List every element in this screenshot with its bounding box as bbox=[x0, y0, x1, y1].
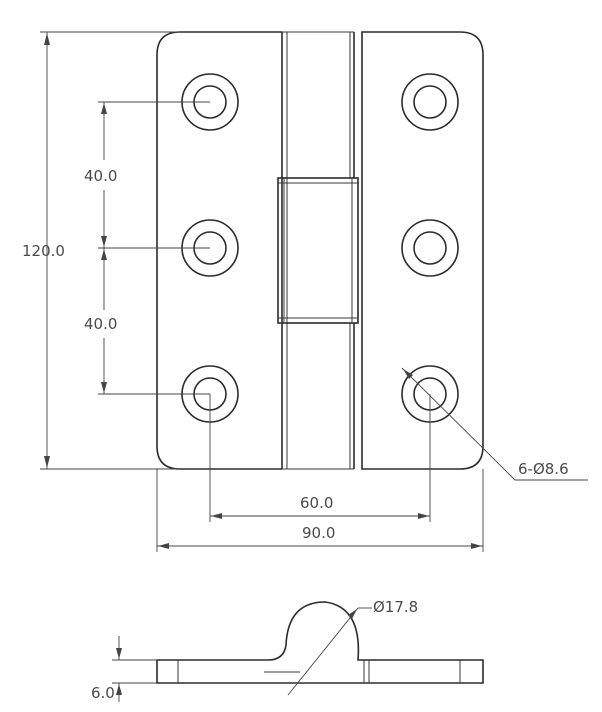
dim-label-overall-height: 120.0 bbox=[22, 242, 65, 260]
right-leaf bbox=[361, 31, 484, 470]
mounting-holes bbox=[181, 73, 459, 423]
dim-label-overall-width: 90.0 bbox=[302, 524, 335, 542]
callout-label-hole-diameter: 6-Ø8.6 bbox=[518, 460, 569, 478]
side-view bbox=[156, 601, 484, 684]
dim-hole-spacing: 40.0 40.0 bbox=[84, 101, 210, 395]
dim-overall-width: 90.0 bbox=[156, 469, 484, 552]
callout-label-knuckle-diameter: Ø17.8 bbox=[373, 598, 418, 616]
dim-label-hole-spacing-upper: 40.0 bbox=[84, 167, 117, 185]
hole-right-middle bbox=[401, 219, 459, 277]
dim-label-leaf-thickness: 6.0 bbox=[91, 684, 115, 702]
callout-hole-diameter: 6-Ø8.6 bbox=[401, 367, 588, 481]
dim-label-hole-center-span: 60.0 bbox=[300, 494, 333, 512]
dim-label-hole-spacing-lower: 40.0 bbox=[84, 315, 117, 333]
dim-leaf-thickness: 6.0 bbox=[91, 636, 157, 702]
dim-hole-center-span: 60.0 bbox=[209, 394, 431, 522]
callout-knuckle-diameter: Ø17.8 bbox=[287, 598, 418, 696]
left-leaf bbox=[156, 31, 354, 470]
hole-right-top bbox=[401, 73, 459, 131]
hinge-knuckle bbox=[277, 32, 359, 469]
